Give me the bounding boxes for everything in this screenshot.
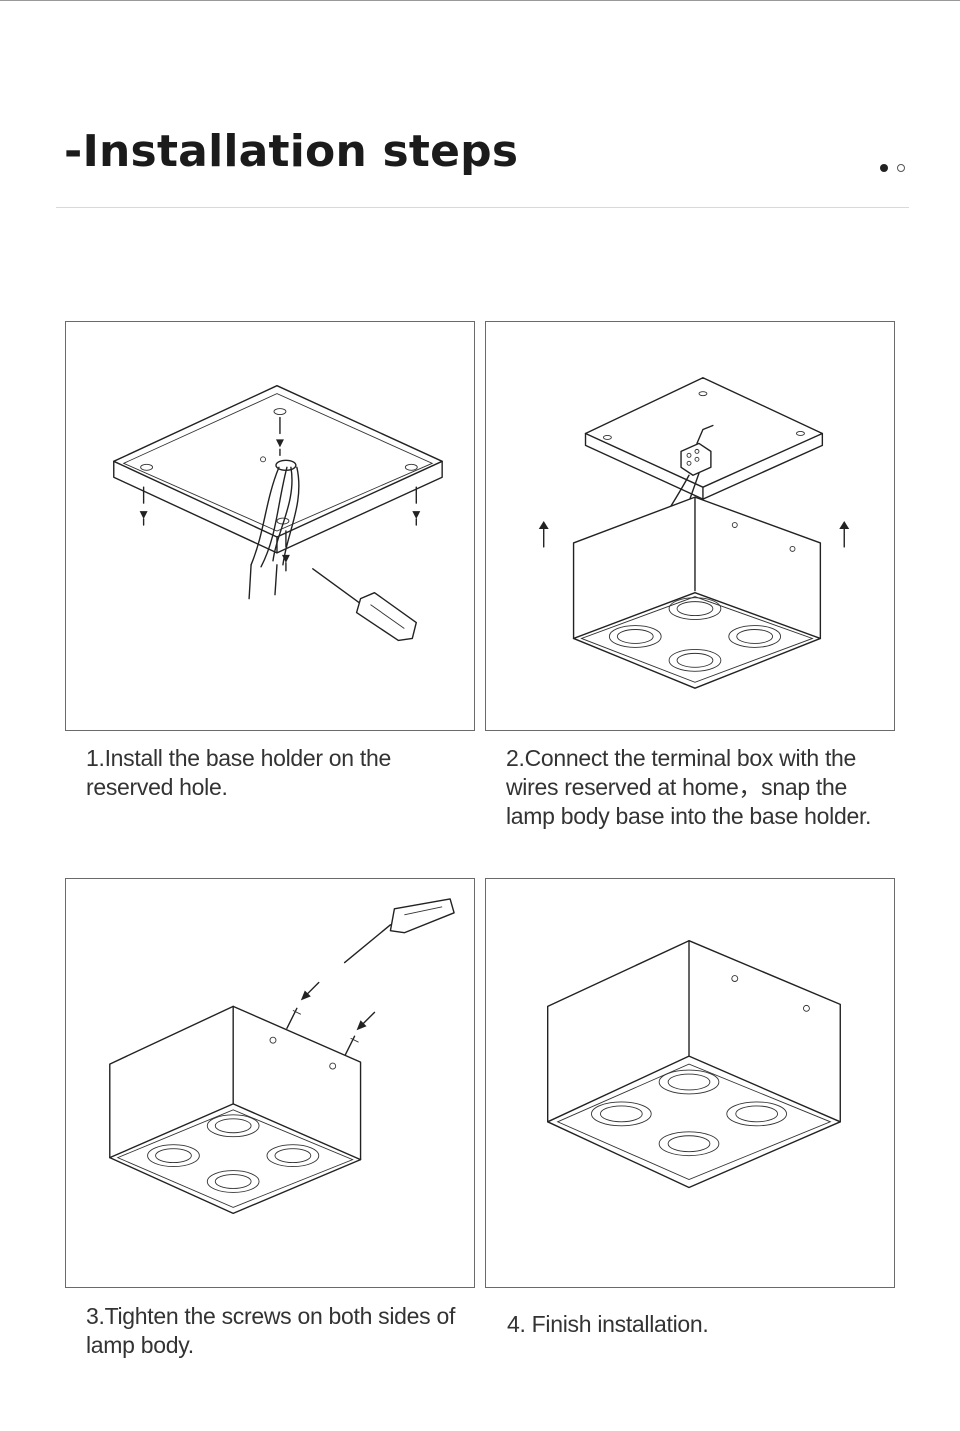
screw-icon xyxy=(139,486,148,526)
page-title: -Installation steps xyxy=(64,126,519,177)
tighten-screws-diagram xyxy=(109,898,455,1215)
pagination-dot-active[interactable] xyxy=(880,164,888,172)
finished-lamp-diagram xyxy=(547,940,841,1189)
step-3-illustration xyxy=(65,878,475,1288)
step-2-illustration xyxy=(485,321,895,731)
header-divider xyxy=(56,207,909,208)
step-1-illustration xyxy=(65,321,475,731)
screw-icon xyxy=(343,1035,359,1057)
pagination-dots xyxy=(880,164,910,176)
arrow-up-icon xyxy=(839,521,850,548)
screw-icon xyxy=(286,1007,302,1029)
arrow-down-left-icon xyxy=(300,981,320,1001)
screwdriver-icon xyxy=(343,898,455,964)
screwdriver-icon xyxy=(312,568,417,642)
screw-icon xyxy=(275,416,284,457)
step-4-caption: 4. Finish installation. xyxy=(507,1311,709,1337)
screw-icon xyxy=(412,486,421,526)
terminal-box-lamp-diagram xyxy=(538,377,850,689)
step-1-caption: 1.Install the base holder on the reserve… xyxy=(86,745,391,800)
arrow-down-left-icon xyxy=(356,1011,376,1031)
step-2-caption: 2.Connect the terminal box with the wire… xyxy=(506,745,872,829)
base-holder-screws-diagram xyxy=(113,384,443,642)
step-4-illustration xyxy=(485,878,895,1288)
top-border xyxy=(0,0,960,1)
screw-icon xyxy=(281,530,290,572)
pagination-dot-inactive[interactable] xyxy=(897,164,905,172)
arrow-up-icon xyxy=(538,521,549,548)
step-3-caption: 3.Tighten the screws on both sides of la… xyxy=(86,1303,456,1358)
